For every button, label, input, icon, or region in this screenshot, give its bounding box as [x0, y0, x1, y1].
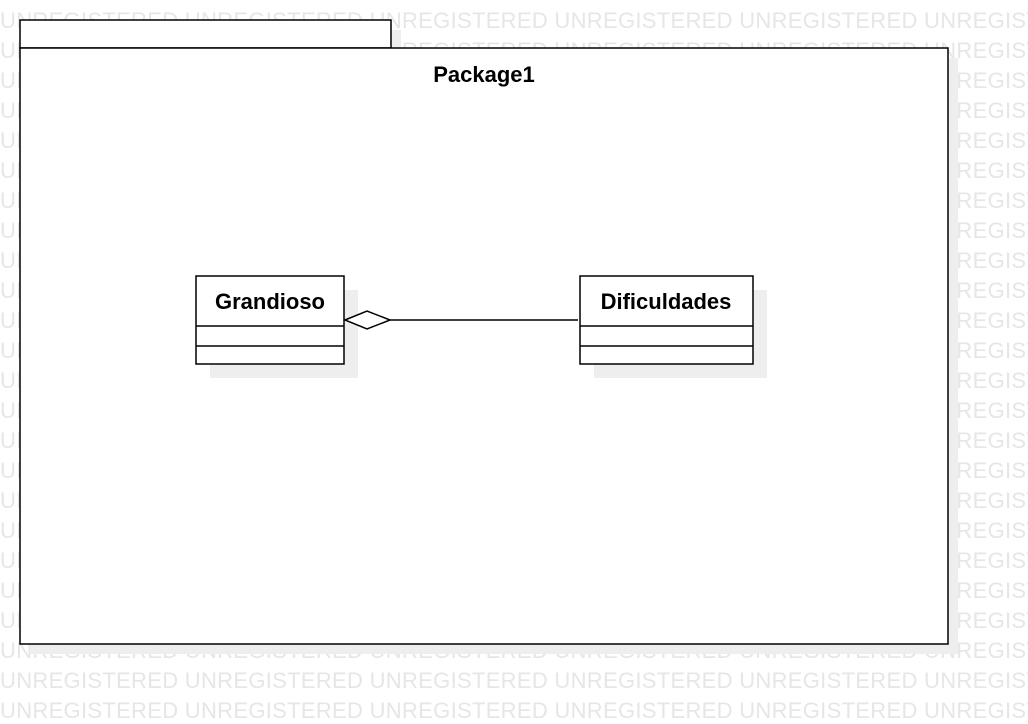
package-body: [19, 47, 949, 645]
package-package1[interactable]: Package1: [19, 19, 958, 654]
package-tab: [19, 19, 392, 49]
aggregation-association[interactable]: [343, 310, 578, 330]
aggregation-diamond: [343, 310, 393, 330]
class-dificuldades[interactable]: Dificuldades: [579, 275, 767, 378]
class-grandioso[interactable]: Grandioso: [195, 275, 358, 378]
class-grandioso-box: [195, 275, 345, 365]
class-dificuldades-name: Dificuldades: [601, 289, 732, 314]
class-dificuldades-box: [579, 275, 754, 365]
watermark-line: UNREGISTERED UNREGISTERED UNREGISTERED U…: [0, 698, 1028, 723]
class-grandioso-name: Grandioso: [215, 289, 325, 314]
watermark-line: UNREGISTERED UNREGISTERED UNREGISTERED U…: [0, 668, 1028, 693]
package-name: Package1: [433, 62, 535, 87]
